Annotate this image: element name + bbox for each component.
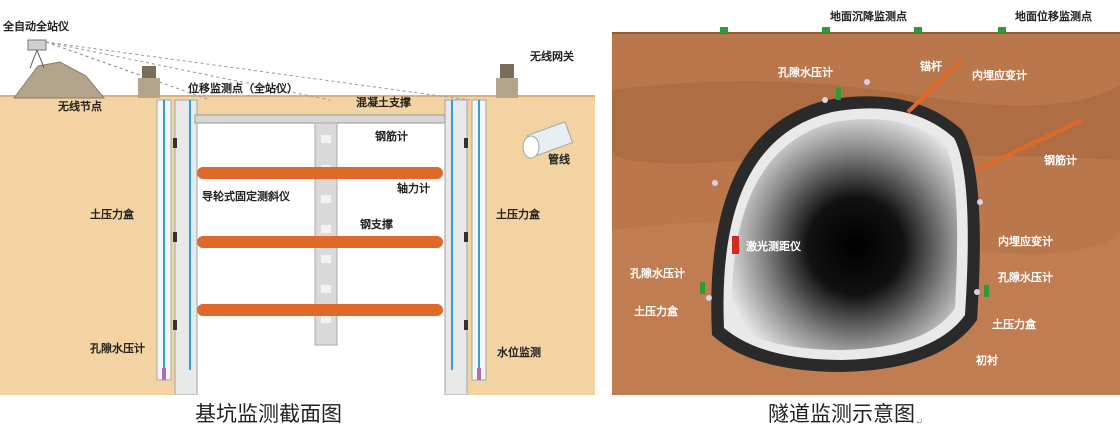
tunnel-caption-text: 隧道监测示意图 bbox=[768, 402, 915, 426]
tunnel-earth-pressure-left-label: 土压力盒 bbox=[634, 304, 679, 318]
tunnel-bore bbox=[731, 119, 958, 350]
tunnel-earth-pressure-right-label: 土压力盒 bbox=[992, 317, 1037, 331]
foundation-pit-diagram: 全自动全站仪 无线网关 无线节点 bbox=[0, 0, 595, 395]
right-retaining-wall bbox=[444, 99, 468, 395]
anchor-rod-2 bbox=[976, 118, 1083, 172]
laser-rangefinder-label: 激光测距仪 bbox=[746, 239, 802, 253]
tunnel-rebar-meter-label: 钢筋计 bbox=[1044, 153, 1077, 167]
steel-strut-2 bbox=[197, 236, 443, 248]
left-retaining-wall bbox=[174, 99, 198, 395]
sky bbox=[0, 0, 595, 95]
wall-sensors bbox=[173, 138, 468, 330]
laser-rangefinder-icon bbox=[732, 236, 739, 254]
concrete-strut bbox=[194, 114, 446, 124]
concrete-strut-label: 混凝土支撑 bbox=[356, 95, 411, 109]
surface-markers bbox=[720, 27, 1006, 33]
paragraph-mark-icon: ↵ bbox=[915, 417, 924, 428]
rock-pile bbox=[13, 61, 106, 99]
sensor-dots bbox=[706, 79, 983, 301]
wireless-node-label: 无线节点 bbox=[57, 99, 102, 113]
pipeline-icon bbox=[522, 121, 574, 159]
pore-pressure-top-label: 孔隙水压计 bbox=[778, 65, 833, 79]
tunnel-diagram: 地面沉降监测点 地面位移监测点 孔隙水压计 锚杆 内埋应变计 钢筋计 激光测距仪… bbox=[612, 0, 1120, 395]
displacement-point-label: 位移监测点（全站仪） bbox=[188, 81, 298, 95]
total-station-label: 全自动全站仪 bbox=[2, 19, 70, 33]
tunnel-pore-pressure-left-label: 孔隙水压计 bbox=[630, 266, 685, 280]
embedded-strain-right-label: 内埋应变计 bbox=[998, 234, 1053, 248]
wireless-gateway-icon bbox=[496, 64, 518, 98]
wireless-node-icon bbox=[138, 66, 160, 98]
rebar-meter-label: 钢筋计 bbox=[375, 129, 408, 143]
total-station-icon bbox=[27, 39, 47, 69]
pore-pressure-sensors bbox=[162, 368, 481, 380]
tunnel-caption: 隧道监测示意图↵ bbox=[768, 398, 923, 428]
embedded-strain-top-label: 内埋应变计 bbox=[972, 68, 1027, 82]
primary-lining-label: 初衬 bbox=[976, 353, 998, 367]
pipeline-label: 管线 bbox=[548, 152, 570, 166]
steel-strut-3 bbox=[197, 304, 443, 316]
anchor-rod-1 bbox=[906, 58, 964, 114]
wireless-gateway-label: 无线网关 bbox=[529, 49, 574, 63]
signal-lines bbox=[45, 41, 471, 101]
steel-strut-1 bbox=[197, 167, 443, 179]
inclinometer-label: 导轮式固定测斜仪 bbox=[202, 189, 291, 203]
tunnel-pore-pressure-right-label: 孔隙水压计 bbox=[998, 270, 1053, 284]
anchor-label: 锚杆 bbox=[920, 59, 942, 73]
pit-earth-pressure-left-label: 土压力盒 bbox=[90, 207, 135, 221]
pit-caption: 基坑监测截面图 bbox=[195, 402, 342, 426]
axial-force-meter-label: 轴力计 bbox=[397, 181, 430, 195]
water-level-label: 水位监测 bbox=[497, 345, 541, 359]
settlement-point-label: 地面沉降监测点 bbox=[830, 9, 907, 23]
pit-pore-pressure-label: 孔隙水压计 bbox=[90, 341, 145, 355]
pit-earth-pressure-right-label: 土压力盒 bbox=[496, 207, 541, 221]
pore-pressure-sensors bbox=[700, 88, 989, 297]
steel-strut-label: 钢支撑 bbox=[360, 217, 393, 231]
surface-displacement-point-label: 地面位移监测点 bbox=[1015, 9, 1092, 23]
